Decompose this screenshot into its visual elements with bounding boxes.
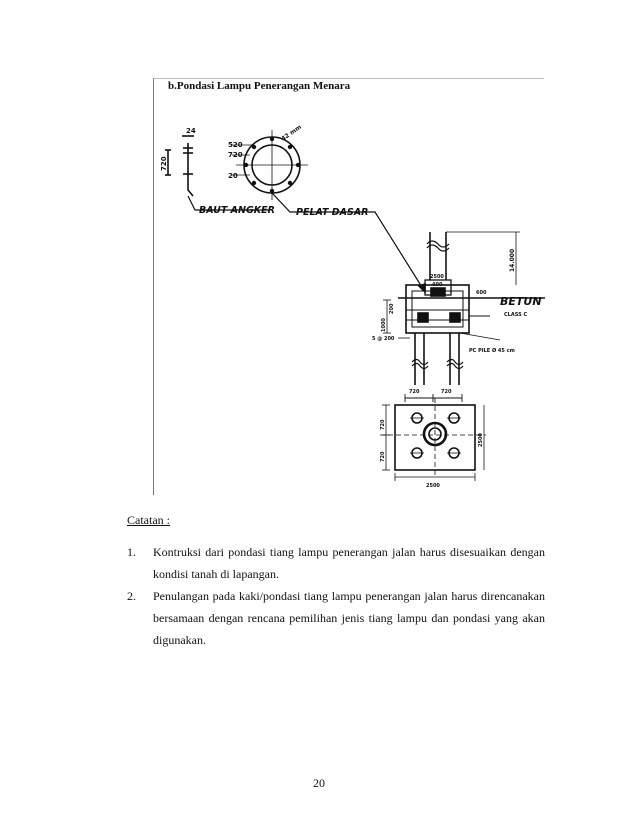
label-betun: BETUN xyxy=(500,295,542,308)
plan-label-720-top2: 720 xyxy=(441,389,452,395)
plan-label-720-top: 720 xyxy=(409,389,420,395)
label-20: 20 xyxy=(228,172,238,180)
note-text: Penulangan pada kaki/pondasi tiang lampu… xyxy=(153,589,545,647)
figure-frame xyxy=(153,78,544,495)
label-class: CLASS C xyxy=(504,312,527,318)
label-600: 600 xyxy=(476,290,487,296)
label-720-left: 720 xyxy=(160,156,168,171)
note-number: 2. xyxy=(127,589,136,603)
plan-label-2500-bottom: 2500 xyxy=(426,483,440,489)
plan-label-720-left2: 720 xyxy=(380,451,386,462)
plan-label-720-left: 720 xyxy=(380,419,386,430)
label-pc-pile: PC PILE Ø 45 cm xyxy=(469,347,515,354)
label-520: 520 xyxy=(228,141,243,149)
pile-cap xyxy=(405,284,470,334)
label-24: 24 xyxy=(186,127,196,135)
label-400: 400 xyxy=(432,282,443,288)
note-item-1: 1. Kontruksi dari pondasi tiang lampu pe… xyxy=(127,541,545,585)
label-baut-angker: BAUT ANGKER xyxy=(199,205,275,216)
label-2500: 2500 xyxy=(430,274,444,280)
label-42mm: 42 mm xyxy=(280,124,303,143)
label-720: 720 xyxy=(228,151,243,159)
notes-label: Catatan : xyxy=(127,513,170,527)
page-number: 20 xyxy=(313,776,325,790)
anchor-bolt-hook xyxy=(187,180,194,197)
plan-label-2500-right: 2500 xyxy=(478,433,484,447)
label-pelat-dasar: PELAT DASAR xyxy=(296,207,368,218)
note-text: Kontruksi dari pondasi tiang lampu pener… xyxy=(153,545,545,581)
label-14000: 14.000 xyxy=(509,249,516,272)
figure-title: b.Pondasi Lampu Penerangan Menara xyxy=(168,80,351,92)
bolt-holes xyxy=(243,136,301,194)
label-200: 200 xyxy=(389,303,395,314)
note-item-2: 2. Penulangan pada kaki/pondasi tiang la… xyxy=(127,585,545,651)
label-1000: 1000 xyxy=(381,318,387,332)
label-5-at-200: 5 @ 200 xyxy=(372,336,395,342)
note-number: 1. xyxy=(127,545,136,559)
